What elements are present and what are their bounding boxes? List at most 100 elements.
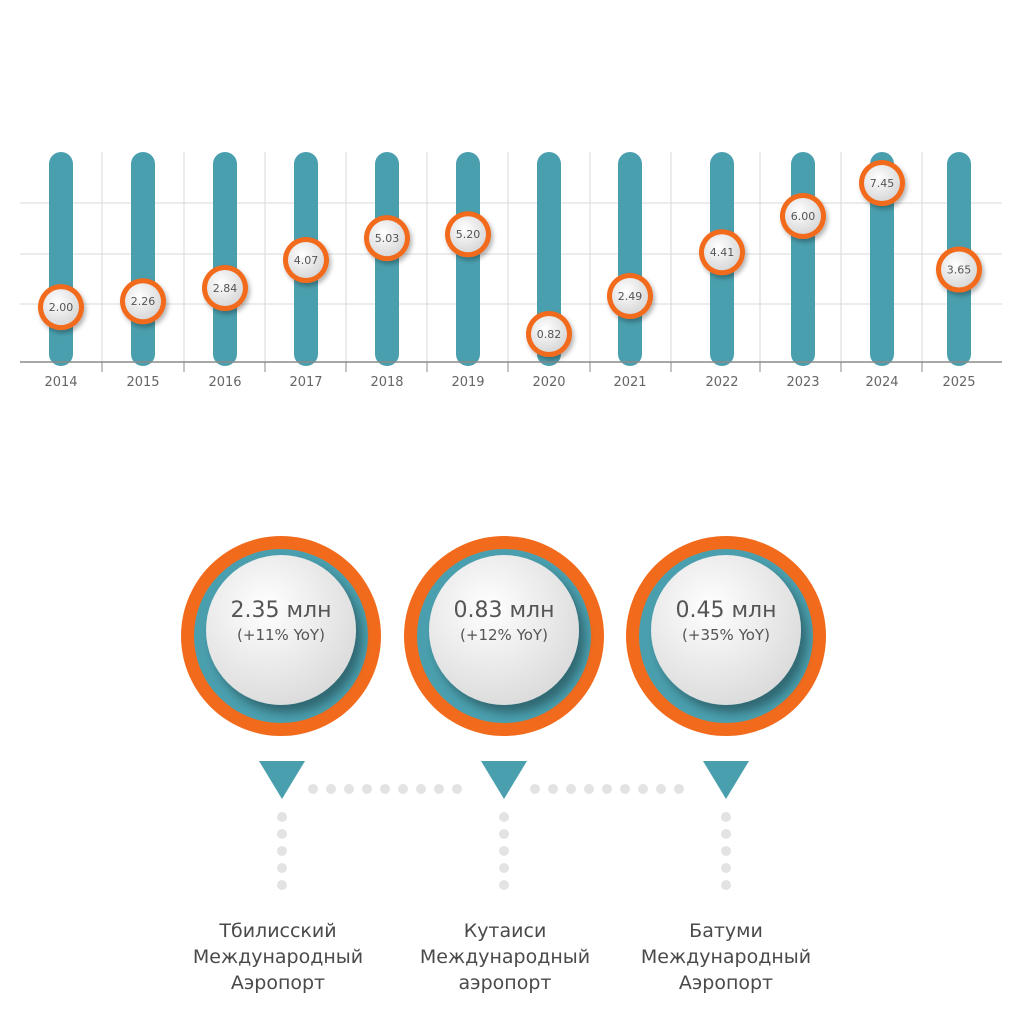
marker-fill [207, 269, 243, 306]
value-marker [445, 211, 491, 258]
marker-fill [785, 198, 821, 235]
badge-inner-disc [429, 555, 579, 705]
connector-dot [277, 812, 287, 822]
connector-dot [656, 784, 666, 794]
x-tick-label: 2017 [289, 375, 322, 390]
connector-dot [416, 784, 426, 794]
connector-dot [452, 784, 462, 794]
dotted-connector [277, 784, 731, 890]
airport-badge-batumi: 0.45 млн (+35% YoY) [626, 536, 826, 736]
connector-dot [620, 784, 630, 794]
connector-dot [499, 846, 509, 856]
data-label: 2.26 [131, 295, 156, 308]
data-label: 5.20 [456, 228, 481, 241]
data-label: 2.49 [618, 290, 643, 303]
airport-growth: (+11% YoY) [237, 626, 325, 644]
value-marker [202, 264, 248, 311]
connector-dot [721, 812, 731, 822]
bar [213, 152, 237, 366]
badge-ring-icon [181, 536, 381, 736]
airport-name-line: Международный [192, 946, 364, 968]
x-tick-label: 2021 [613, 375, 646, 390]
connector-dot [721, 846, 731, 856]
airport-name-line: Кутаиси [463, 920, 547, 942]
airport-name-kutaisi: Кутаиси Международный аэропорт [385, 918, 625, 996]
connector-dot [277, 863, 287, 873]
marker-fill [125, 283, 161, 320]
airport-value: 0.83 млн [453, 598, 555, 623]
connector-dot [277, 829, 287, 839]
connector-dot [277, 846, 287, 856]
value-marker [780, 193, 826, 240]
marker-fill [612, 277, 648, 314]
connector-dot [277, 880, 287, 890]
airport-name-line: Международный [419, 946, 591, 968]
value-marker [283, 236, 329, 283]
x-tick-label: 2023 [786, 375, 819, 390]
x-tick-label: 2015 [126, 375, 159, 390]
marker-fill [43, 289, 79, 326]
connector-dot [602, 784, 612, 794]
marker-fill [941, 251, 977, 288]
data-label: 4.41 [710, 246, 735, 259]
airport-value: 2.35 млн [230, 598, 332, 623]
connector-dot [362, 784, 372, 794]
pointer-triangle-icon [259, 761, 305, 799]
marker-fill [531, 316, 567, 352]
value-marker [120, 278, 166, 325]
x-tick-label: 2019 [451, 375, 484, 390]
x-tick-label: 2020 [532, 375, 565, 390]
x-tick-label: 2024 [865, 375, 898, 390]
connector-dot [721, 863, 731, 873]
x-tick-label: 2022 [705, 375, 738, 390]
connector-dot [548, 784, 558, 794]
value-marker [859, 160, 905, 206]
connector-dot [674, 784, 684, 794]
airport-name-batumi: Батуми Международный Аэропорт [606, 918, 846, 996]
marker-fill [369, 220, 405, 257]
airport-growth: (+12% YoY) [460, 626, 548, 644]
bar [618, 152, 642, 366]
airport-name-line: Батуми [689, 920, 763, 942]
bar [131, 152, 155, 366]
x-tick-label: 2025 [942, 375, 975, 390]
marker-fill [288, 241, 324, 278]
marker-fill [450, 216, 486, 253]
connector-dot [499, 812, 509, 822]
connector-dot [344, 784, 354, 794]
connector-dot [530, 784, 540, 794]
x-tick-label: 2016 [208, 375, 241, 390]
x-tick-label: 2014 [44, 375, 77, 390]
data-label: 0.82 [537, 328, 562, 341]
pointer-triangle-icon [481, 761, 527, 799]
data-label: 2.84 [213, 282, 238, 295]
marker-fill [704, 234, 740, 271]
connector-dot [638, 784, 648, 794]
connector-graphic [259, 761, 749, 890]
connector-dot [434, 784, 444, 794]
connector-dot [566, 784, 576, 794]
data-label: 5.03 [375, 232, 400, 245]
value-marker [364, 215, 410, 262]
data-label: 6.00 [791, 210, 816, 223]
value-marker [607, 272, 653, 319]
connector-dot [499, 829, 509, 839]
connector-dot [380, 784, 390, 794]
connector-dot [499, 880, 509, 890]
pointer-triangle-icon [703, 761, 749, 799]
x-tick-label: 2018 [370, 375, 403, 390]
badge-inner-disc [651, 555, 801, 705]
value-marker [936, 246, 982, 293]
badge-ring-icon [404, 536, 604, 736]
bar [49, 152, 73, 366]
connector-dot [721, 880, 731, 890]
connector-dot [326, 784, 336, 794]
badge-inner-disc [206, 555, 356, 705]
data-label: 2.00 [49, 301, 74, 314]
bar [791, 152, 815, 366]
data-label: 7.45 [870, 177, 895, 190]
airport-value: 0.45 млн [675, 598, 777, 623]
airport-growth: (+35% YoY) [682, 626, 770, 644]
airport-name-line: аэропорт [458, 972, 552, 994]
value-marker [38, 284, 84, 331]
